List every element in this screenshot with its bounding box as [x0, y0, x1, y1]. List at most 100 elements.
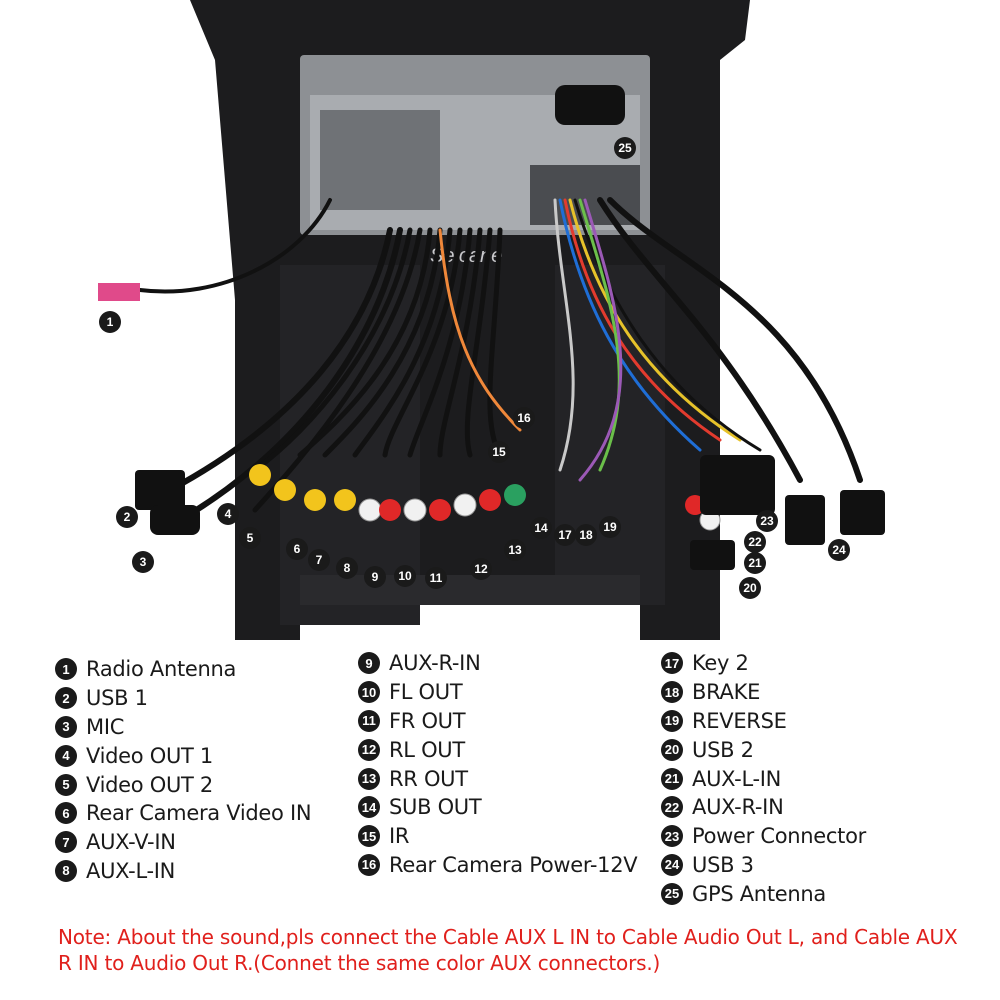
number-badge: 21	[661, 767, 683, 790]
svg-text:15: 15	[492, 445, 506, 459]
legend-label: USB 3	[692, 852, 754, 877]
number-badge: 20	[661, 738, 683, 761]
callout-4: 4	[217, 503, 239, 525]
legend-item-aux-v-in: 7 AUX-V-IN	[55, 828, 311, 857]
number-badge: 10	[358, 681, 380, 704]
callout-1: 1	[99, 311, 121, 333]
callout-10: 10	[394, 565, 416, 587]
svg-text:16: 16	[517, 411, 531, 425]
svg-text:9: 9	[372, 570, 379, 584]
number-badge: 17	[661, 652, 683, 675]
callout-13: 13	[504, 539, 526, 561]
legend-label: IR	[389, 824, 410, 849]
legend-label: Rear Camera Video IN	[86, 801, 312, 826]
number-badge: 11	[358, 709, 380, 732]
legend-item-fl-out: 10 FL OUT	[358, 678, 637, 707]
callout-20: 20	[739, 577, 761, 599]
svg-text:25: 25	[618, 141, 632, 155]
legend-label: FL OUT	[389, 680, 463, 705]
svg-text:1: 1	[107, 315, 114, 329]
svg-text:23: 23	[760, 514, 774, 528]
legend-label: Video OUT 1	[86, 743, 213, 768]
callout-14: 14	[530, 517, 552, 539]
sound-connection-note: Note: About the sound,pls connect the Ca…	[58, 925, 958, 975]
legend-label: Key 2	[692, 651, 749, 676]
number-badge: 2	[55, 687, 77, 710]
legend-item-key-2: 17 Key 2	[661, 649, 866, 678]
callout-15: 15	[488, 441, 510, 463]
number-badge: 24	[661, 853, 683, 876]
callout-3: 3	[132, 551, 154, 573]
svg-text:8: 8	[344, 561, 351, 575]
legend-label: AUX-R-IN	[389, 651, 481, 676]
svg-text:22: 22	[748, 535, 762, 549]
legend-label: RL OUT	[389, 737, 465, 762]
callout-12: 12	[470, 558, 492, 580]
callout-25: 25	[614, 137, 636, 159]
legend-item-rear-camera-power: 16 Rear Camera Power-12V	[358, 851, 638, 880]
svg-text:2: 2	[124, 510, 131, 524]
number-badge: 15	[358, 825, 380, 848]
svg-text:24: 24	[832, 543, 846, 557]
legend-label: SUB OUT	[389, 795, 482, 820]
legend-label: REVERSE	[692, 708, 787, 733]
svg-text:5: 5	[247, 531, 254, 545]
number-badge: 16	[358, 853, 380, 876]
number-badge: 4	[55, 744, 77, 767]
legend-label: AUX-V-IN	[86, 830, 176, 855]
svg-text:4: 4	[225, 507, 232, 521]
svg-text:18: 18	[579, 528, 593, 542]
callout-2: 2	[116, 506, 138, 528]
legend-label: Radio Antenna	[86, 657, 237, 682]
svg-text:21: 21	[748, 556, 762, 570]
legend-label: FR OUT	[389, 708, 466, 733]
legend-item-radio-antenna: 1 Radio Antenna	[55, 655, 311, 684]
number-badge: 5	[55, 773, 77, 796]
callout-11: 11	[425, 567, 447, 589]
svg-text:6: 6	[294, 542, 301, 556]
cable-bundle	[138, 197, 863, 523]
number-badge: 22	[661, 796, 683, 819]
number-badge: 7	[55, 831, 77, 854]
svg-text:20: 20	[743, 581, 757, 595]
legend-item-usb-3: 24 USB 3	[661, 851, 866, 880]
callout-21: 21	[744, 552, 766, 574]
number-badge: 18	[661, 681, 683, 704]
connectors	[98, 283, 885, 570]
legend-label: Rear Camera Power-12V	[389, 852, 638, 877]
number-badge: 25	[661, 882, 683, 905]
legend-item-usb-1: 2 USB 1	[55, 684, 311, 713]
legend-label: USB 1	[86, 686, 148, 711]
legend-label: MIC	[86, 714, 125, 739]
legend-label: Video OUT 2	[86, 772, 213, 797]
number-badge: 23	[661, 825, 683, 848]
legend-item-ir: 15 IR	[358, 822, 637, 851]
svg-text:19: 19	[603, 520, 617, 534]
callout-5: 5	[239, 527, 261, 549]
callout-17: 17	[554, 524, 576, 546]
legend-item-usb-2: 20 USB 2	[661, 735, 866, 764]
callout-markers: 1 2 3 4 5 6 7 8 9 10 11 12 13 14 15 16 1…	[99, 137, 850, 599]
number-badge: 1	[55, 658, 77, 681]
svg-text:3: 3	[140, 555, 147, 569]
callout-24: 24	[828, 539, 850, 561]
svg-text:10: 10	[398, 569, 412, 583]
callout-19: 19	[599, 516, 621, 538]
callout-6: 6	[286, 538, 308, 560]
legend-label: USB 2	[692, 737, 754, 762]
callout-23: 23	[756, 510, 778, 532]
legend-label: BRAKE	[692, 680, 761, 705]
wiring-diagram: Seicane	[98, 0, 885, 640]
